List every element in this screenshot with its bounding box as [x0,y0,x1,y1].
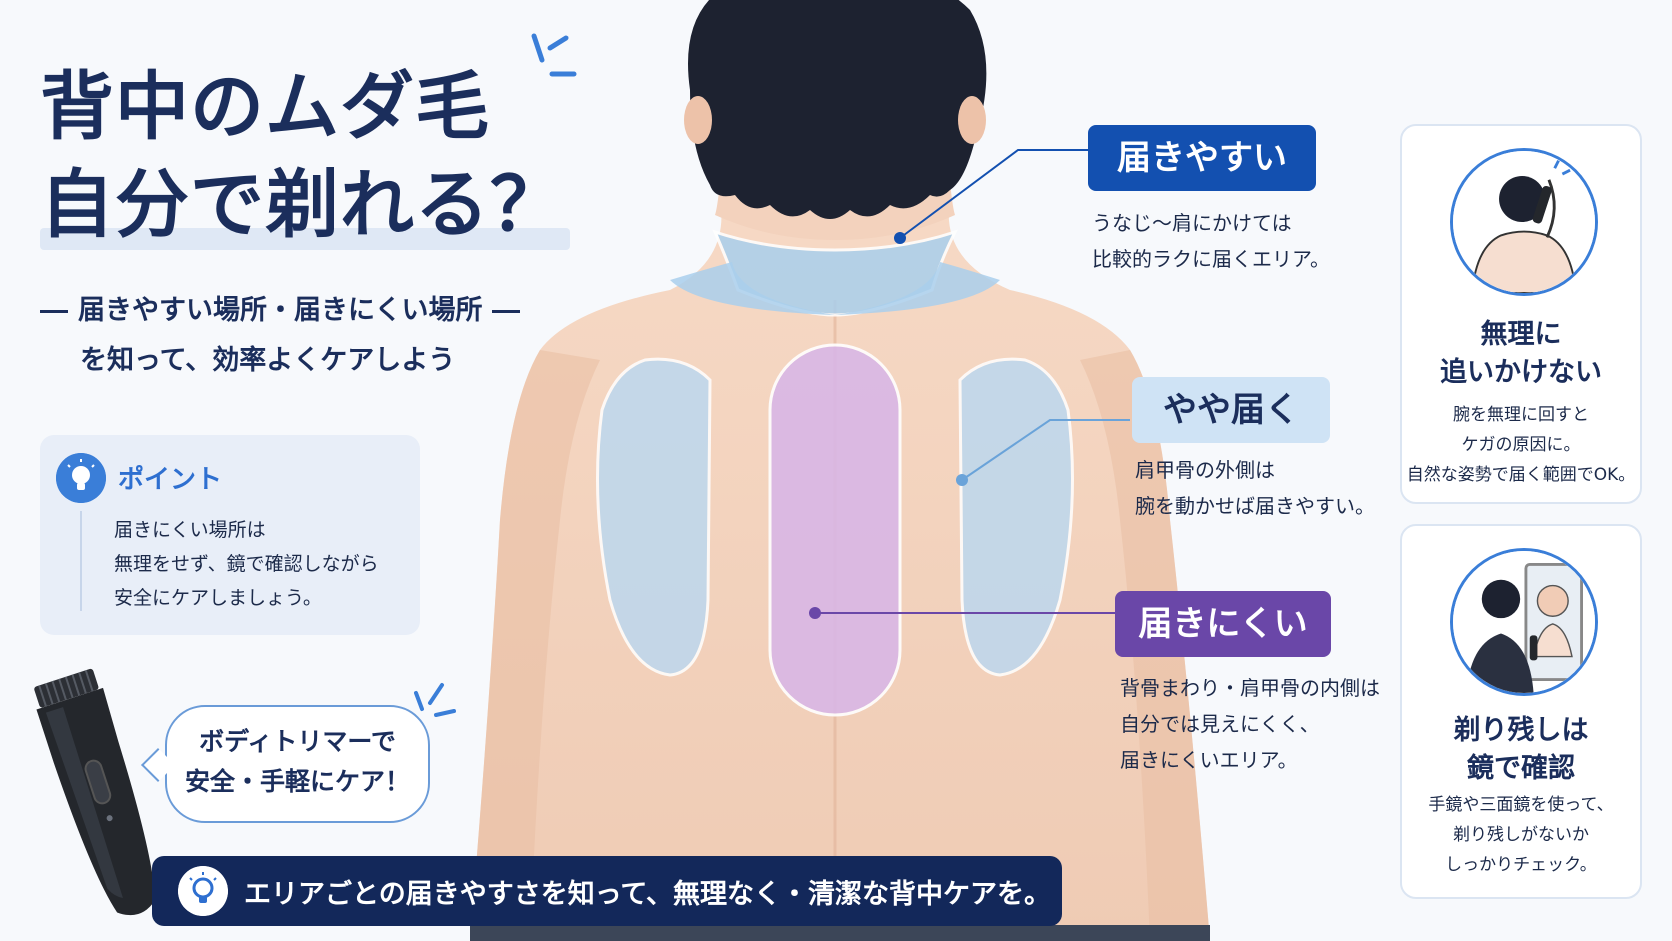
tip-card-mirror-check: 剃り残しは 鏡で確認 手鏡や三面鏡を使って、 剃り残しがないか しっかりチェック… [1400,524,1642,899]
bubble-line: ボディトリマーで [199,727,396,756]
body-line: 自然な姿勢で届く範囲でOK。 [1406,465,1636,485]
subtitle-line-1: 届きやすい場所・届きにくい場所 [78,295,483,326]
title-line: 追いかけない [1440,357,1602,388]
title-line-2: 自分で剃れる？ [40,162,565,248]
zone-desc-hard: 背骨まわり・肩甲骨の内側は 自分では見えにくく、 届きにくいエリア。 [1120,670,1380,778]
desc-line: 腕を動かせば届きやすい。 [1135,494,1375,518]
body-line: 手鏡や三面鏡を使って、 [1428,795,1614,815]
point-line: 無理をせず、鏡で確認しながら [114,553,379,575]
dash-right [492,310,521,313]
speech-bubble-text: ボディトリマーで 安全・手軽にケア！ [165,722,430,802]
mirror-check-icon [1450,548,1598,696]
body-line: しっかりチェック。 [1445,855,1597,875]
zone-label-mid: やや届く [1132,377,1330,443]
title-line: 無理に [1480,319,1562,350]
bubble-line: 安全・手軽にケア！ [184,767,410,796]
desc-line: うなじ〜肩にかけては [1092,211,1292,235]
desc-line: 肩甲骨の外側は [1135,458,1275,482]
accent-marks-icon [414,683,456,717]
reaching-man-icon [1450,148,1598,296]
title-line: 鏡で確認 [1467,753,1575,784]
desc-line: 比較的ラクに届くエリア。 [1092,247,1330,271]
body-trimmer-icon [34,668,156,916]
back-figure-illustration [470,0,1210,941]
zone-label-easy: 届きやすい [1088,125,1316,191]
tip-card-no-overreach: 無理に 追いかけない 腕を無理に回すと ケガの原因に。 自然な姿勢で届く範囲でO… [1400,124,1642,504]
desc-line: 自分では見えにくく、 [1120,712,1320,736]
banner-text: エリアごとの届きやすさを知って、無理なく・清潔な背中ケアを。 [244,879,1052,910]
subtitle-line-2: を知って、効率よくケアしよう [80,345,456,376]
point-line: 安全にケアしましょう。 [114,587,322,609]
title-underline [40,228,570,250]
accent-marks-icon [531,33,577,77]
point-divider [80,511,82,611]
dash-left [40,310,68,313]
body-line: 腕を無理に回すと [1453,405,1589,425]
body-line: ケガの原因に。 [1461,435,1581,455]
zone-desc-easy: うなじ〜肩にかけては 比較的ラクに届くエリア。 [1092,205,1330,277]
title-line-1: 背中のムダ毛 [40,64,490,150]
tip-card-body: 手鏡や三面鏡を使って、 剃り残しがないか しっかりチェック。 [1402,790,1640,880]
tip-card-title: 剃り残しは 鏡で確認 [1402,712,1640,788]
zone-desc-mid: 肩甲骨の外側は 腕を動かせば届きやすい。 [1135,452,1375,524]
tip-card-body: 腕を無理に回すと ケガの原因に。 自然な姿勢で届く範囲でOK。 [1402,400,1640,490]
title-line: 剃り残しは [1453,715,1589,746]
lightbulb-icon [56,453,106,503]
body-line: 剃り残しがないか [1453,825,1589,845]
bottom-banner [152,856,1062,926]
desc-line: 届きにくいエリア。 [1120,748,1298,772]
desc-line: 背骨まわり・肩甲骨の内側は [1120,676,1380,700]
tip-card-title: 無理に 追いかけない [1402,316,1640,392]
point-line: 届きにくい場所は [114,519,266,541]
point-body: 届きにくい場所は 無理をせず、鏡で確認しながら 安全にケアしましょう。 [114,513,379,615]
lightbulb-icon [178,866,228,916]
zone-label-hard: 届きにくい [1115,591,1331,657]
page-title: 背中のムダ毛 自分で剃れる？ [40,58,565,254]
speech-bubble [165,705,430,823]
point-title: ポイント [118,465,223,495]
subtitle: 届きやすい場所・届きにくい場所 を知って、効率よくケアしよう [40,286,521,386]
point-card: ポイント 届きにくい場所は 無理をせず、鏡で確認しながら 安全にケアしましょう。 [40,435,420,635]
